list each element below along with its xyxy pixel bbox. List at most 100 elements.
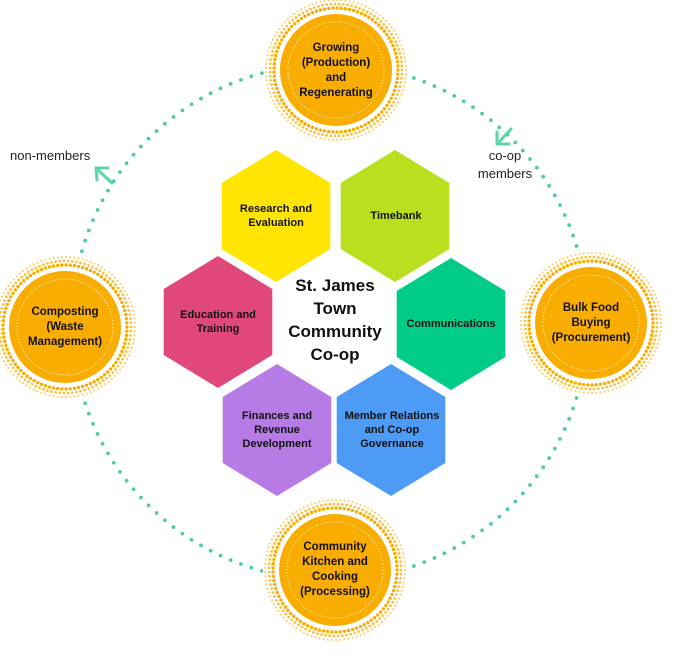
halo-dot: [403, 573, 406, 576]
ring-dot: [249, 74, 254, 79]
halo-dot: [652, 354, 655, 357]
halo-dot: [334, 638, 338, 642]
halo-dot: [366, 515, 370, 520]
halo-dot: [519, 319, 523, 323]
hexagon-member-relations[interactable]: Member Relations and Co-op Governance: [334, 405, 450, 455]
halo-dot: [399, 593, 402, 596]
halo-dot: [271, 546, 275, 549]
hexagon-label: Timebank: [370, 210, 422, 222]
halo-dot: [357, 506, 360, 510]
circle-kitchen[interactable]: Community Kitchen and Cooking (Processin…: [280, 539, 390, 601]
halo-dot: [650, 312, 655, 317]
circle-bulk-food[interactable]: Bulk Food Buying (Procurement): [536, 300, 646, 346]
halo-dot: [304, 627, 308, 631]
ring-dot: [528, 483, 532, 487]
halo-dot: [273, 78, 277, 83]
halo-dot: [370, 118, 374, 122]
ring-dot: [79, 249, 84, 254]
halo-dot: [599, 391, 602, 394]
hexagon-finances[interactable]: Finances and Revenue Development: [221, 405, 333, 455]
halo-dot: [101, 271, 105, 275]
halo-dot: [64, 387, 68, 391]
halo-dot: [273, 542, 276, 545]
halo-dot: [277, 527, 280, 530]
halo-dot: [288, 515, 291, 518]
halo-dot: [352, 1, 355, 4]
halo-dot: [624, 265, 628, 269]
halo-dot: [650, 297, 654, 300]
halo-dot: [354, 510, 359, 514]
halo-dot: [389, 96, 393, 100]
circle-composting-fill: [9, 271, 121, 383]
hexagon-education[interactable]: Education and Training: [162, 302, 274, 342]
halo-dot: [375, 619, 379, 623]
hexagon-timebank[interactable]: Timebank: [340, 196, 452, 236]
halo-dot: [96, 272, 100, 277]
halo-dot: [553, 266, 556, 270]
halo-dot: [642, 275, 645, 279]
halo-dot: [590, 259, 594, 263]
halo-dot: [104, 383, 107, 386]
halo-dot: [531, 343, 535, 348]
halo-dot: [649, 337, 653, 342]
halo-dot: [376, 119, 380, 123]
halo-dot: [281, 534, 285, 539]
halo-dot: [614, 377, 619, 382]
halo-dot: [279, 538, 283, 542]
halo-dot: [387, 107, 391, 111]
halo-dot: [268, 91, 271, 94]
halo-dot: [622, 373, 626, 378]
halo-dot: [23, 273, 27, 276]
halo-dot: [98, 269, 102, 273]
halo-dot: [4, 363, 8, 366]
halo-dot: [60, 395, 63, 399]
halo-dot: [319, 137, 322, 140]
ring-dot: [138, 144, 143, 149]
halo-dot: [403, 560, 406, 563]
halo-dot: [650, 333, 654, 338]
halo-dot: [397, 540, 401, 543]
halo-dot: [1, 303, 5, 306]
circle-composting[interactable]: Composting (Waste Management): [10, 304, 120, 350]
halo-dot: [129, 329, 133, 333]
ring-dot: [432, 84, 437, 88]
halo-dot: [607, 389, 610, 392]
halo-dot: [644, 349, 648, 353]
halo-dot: [399, 564, 403, 568]
ring-dot: [118, 469, 122, 474]
halo-dot: [650, 346, 654, 349]
ring-dot: [471, 534, 475, 539]
circle-growing[interactable]: Growing (Production) and Regenerating: [281, 40, 391, 102]
halo-dot: [275, 49, 279, 54]
halo-dot: [337, 2, 341, 6]
halo-dot: [351, 501, 354, 504]
hexagon-research-evaluation[interactable]: Research and Evaluation: [220, 196, 332, 236]
halo-dot: [380, 620, 383, 624]
halo-dot: [611, 255, 614, 258]
halo-dot: [642, 282, 646, 286]
halo-dot: [273, 595, 276, 598]
halo-dot: [283, 21, 286, 24]
ring-dot: [432, 556, 437, 560]
halo-dot: [392, 100, 396, 104]
halo-dot: [393, 540, 396, 544]
halo-dot: [270, 599, 274, 602]
halo-dot: [396, 72, 400, 76]
halo-dot: [308, 629, 311, 633]
halo-dot: [46, 389, 49, 393]
halo-dot: [127, 342, 131, 345]
hexagon-communications[interactable]: Communications: [395, 304, 507, 344]
halo-dot: [658, 334, 661, 337]
halo-dot: [337, 134, 341, 138]
halo-dot: [264, 579, 267, 582]
halo-dot: [368, 7, 371, 10]
halo-dot: [264, 562, 267, 565]
halo-dot: [396, 548, 400, 551]
halo-dot: [328, 502, 332, 506]
halo-dot: [551, 370, 555, 374]
halo-dot: [395, 76, 400, 81]
halo-dot: [274, 531, 278, 534]
halo-dot: [50, 390, 53, 394]
halo-dot: [302, 514, 306, 519]
halo-dot: [382, 107, 387, 111]
